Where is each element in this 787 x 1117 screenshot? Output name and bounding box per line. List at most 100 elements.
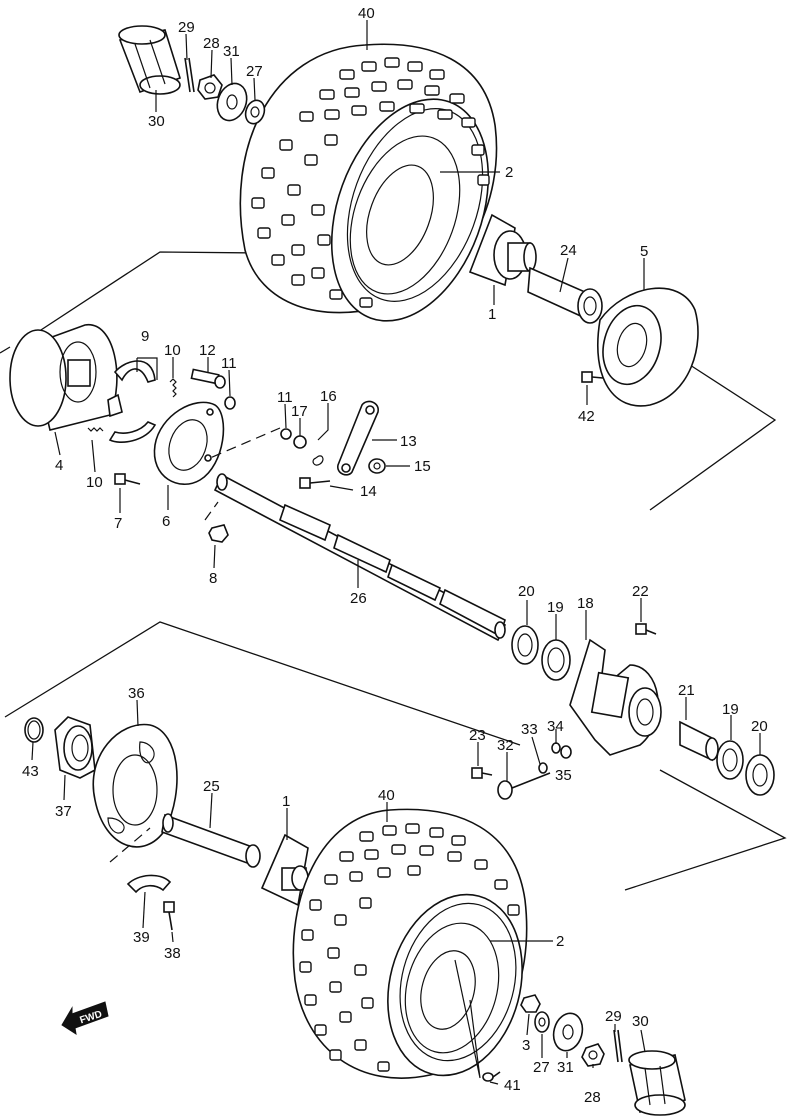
nut-34 (551, 742, 561, 754)
label-27-upper: 27 (246, 63, 263, 80)
cotter-pin-29-lower (613, 1029, 623, 1063)
label-15: 15 (414, 458, 431, 475)
spring-10-upper (169, 378, 177, 398)
label-35: 35 (555, 767, 572, 784)
label-11-upper: 11 (221, 355, 237, 372)
label-10-lower: 10 (86, 474, 103, 491)
tire-40-upper (239, 43, 498, 322)
label-25: 25 (203, 778, 220, 795)
label-43: 43 (22, 763, 39, 780)
spring-16 (312, 455, 324, 466)
wheel-hub-1-lower (260, 833, 309, 907)
label-30-upper: 30 (148, 113, 165, 130)
label-1-upper: 1 (488, 306, 496, 323)
bolt-38 (163, 901, 175, 931)
hub-cap-30-upper (118, 25, 181, 95)
brake-drum-4 (9, 324, 118, 431)
label-32: 32 (497, 737, 514, 754)
brake-shoe-9 (107, 360, 157, 443)
bolt-14 (299, 477, 331, 489)
label-36: 36 (128, 685, 145, 702)
label-31-upper: 31 (223, 43, 240, 60)
axle-housing-18 (569, 638, 662, 756)
nut-35 (560, 745, 572, 759)
label-6: 6 (162, 513, 170, 530)
wheel-hub-1-upper (468, 213, 537, 287)
label-3: 3 (522, 1037, 530, 1054)
label-40-lower: 40 (378, 787, 395, 804)
label-39: 39 (133, 929, 150, 946)
label-33: 33 (521, 721, 538, 738)
tire-tread-lower (299, 823, 520, 1072)
cam-12 (190, 368, 226, 389)
seal-20-right (745, 754, 775, 796)
label-23: 23 (469, 727, 486, 744)
washer-17 (293, 435, 307, 449)
label-9: 9 (141, 328, 149, 345)
nut-15 (368, 458, 386, 474)
valve-41 (482, 1071, 501, 1082)
spring-10-lower (87, 427, 104, 432)
brake-cover-5 (597, 287, 699, 407)
spacer-25 (161, 813, 261, 868)
tire-tread-upper (251, 57, 490, 308)
label-20-left: 20 (518, 583, 535, 600)
label-30-lower: 30 (632, 1013, 649, 1030)
label-18: 18 (577, 595, 594, 612)
tire-40-lower (292, 808, 528, 1079)
label-1-lower: 1 (282, 793, 290, 810)
label-31-lower: 31 (557, 1059, 574, 1076)
label-20-right: 20 (751, 718, 768, 735)
part-labels: 40 2 29 28 31 27 30 24 5 1 42 9 10 1 2 11… (22, 5, 768, 1106)
nut-8 (208, 524, 229, 543)
washer-31-lower (552, 1012, 584, 1052)
label-29-upper: 29 (178, 19, 195, 36)
label-11-lower: 11 (277, 389, 293, 406)
label-41: 41 (504, 1077, 521, 1094)
label-29-lower: 29 (605, 1008, 622, 1025)
rear-axle-26 (213, 473, 507, 642)
label-5: 5 (640, 243, 648, 260)
label-34: 34 (547, 718, 564, 735)
label-13: 13 (400, 433, 417, 450)
label-26: 26 (350, 590, 367, 607)
lock-plate-39 (126, 874, 172, 894)
label-37: 37 (55, 803, 72, 820)
label-2-upper: 2 (505, 164, 513, 181)
assembly-frame-lower (4, 621, 787, 891)
spacer-24 (527, 266, 603, 324)
label-27-lower: 27 (533, 1059, 550, 1076)
label-19-right: 19 (722, 701, 739, 718)
label-28-lower: 28 (584, 1089, 601, 1106)
cotter-pin-29-upper (184, 57, 195, 93)
washer-27-upper (244, 99, 266, 125)
o-ring-43 (24, 717, 44, 743)
label-22: 22 (632, 583, 649, 600)
spacer-21 (679, 720, 719, 762)
bearing-19-left (541, 639, 571, 681)
label-14: 14 (360, 483, 377, 500)
label-2-lower: 2 (556, 933, 564, 950)
washer-33 (538, 762, 548, 774)
leader-lines (31, 20, 761, 1085)
nut-3 (520, 994, 541, 1013)
adjuster-32 (497, 772, 551, 800)
sprocket-36 (92, 723, 178, 848)
label-40-upper: 40 (358, 5, 375, 22)
label-28-upper: 28 (203, 35, 220, 52)
hub-cap-30-lower (628, 1050, 686, 1116)
label-24: 24 (560, 242, 577, 259)
castle-nut-28-upper (197, 74, 223, 100)
seal-11-lower (280, 428, 292, 440)
fwd-arrow-icon: FWD (61, 1001, 109, 1036)
label-4: 4 (55, 457, 63, 474)
label-42: 42 (578, 408, 595, 425)
label-38: 38 (164, 945, 181, 962)
brake-arm-13 (337, 400, 379, 476)
bolt-22 (635, 623, 657, 635)
brake-panel-6 (153, 401, 225, 485)
label-10-upper: 10 (164, 342, 181, 359)
sprocket-hub-37 (54, 716, 96, 779)
